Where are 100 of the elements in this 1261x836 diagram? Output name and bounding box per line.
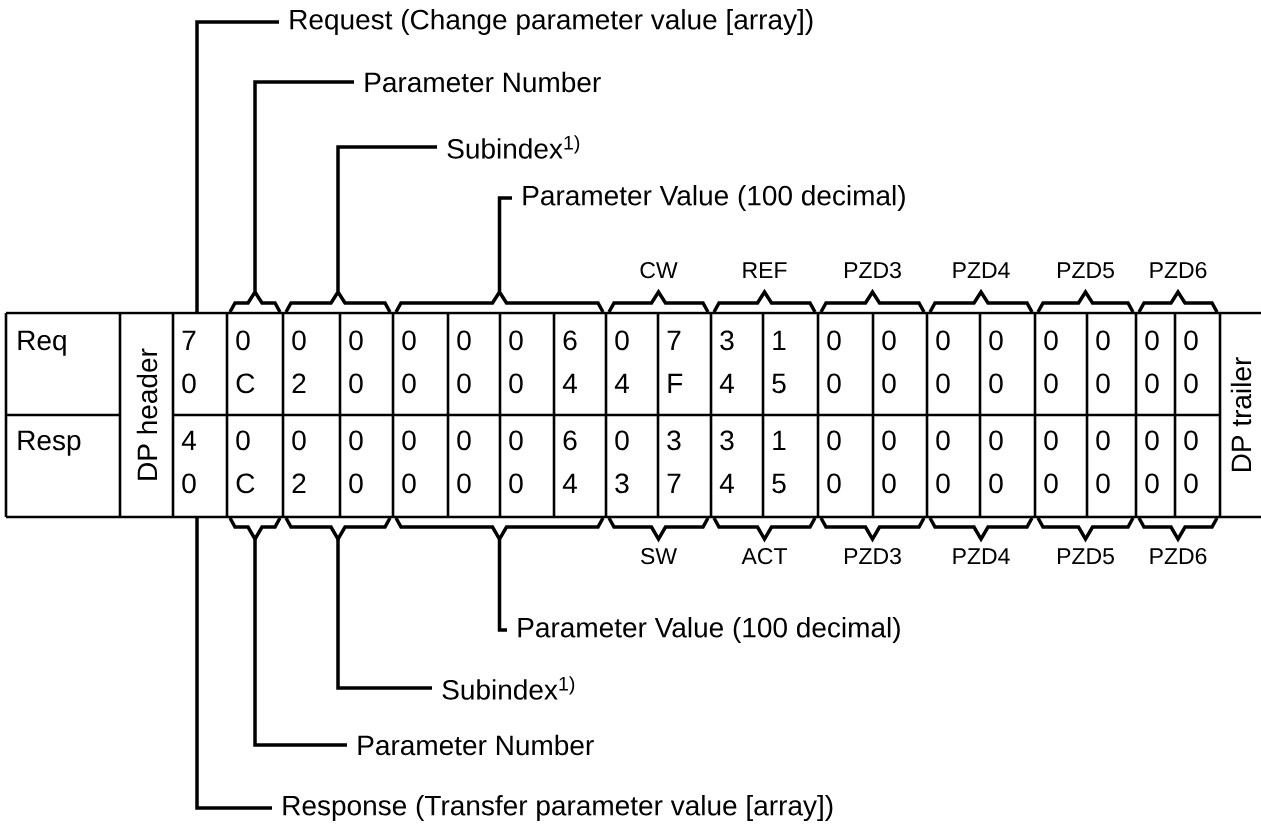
hex-digit: 0 (182, 373, 196, 394)
curly-bracket (394, 288, 605, 313)
group-label: ACT (741, 547, 787, 565)
group-label: PZD5 (1058, 262, 1114, 279)
annotation-text: Subindex$^{1)}$ (447, 135, 580, 159)
hex-digit: 0 (349, 330, 363, 351)
group-label: PZD3 (845, 261, 901, 279)
hex-digit: 4 (614, 373, 629, 393)
hex-digit: F (668, 373, 683, 393)
leader-line (336, 539, 432, 690)
group-label: PZD4 (953, 262, 1010, 278)
hex-digit: C (236, 473, 255, 494)
hex-digit: 0 (989, 430, 1003, 451)
leader-line (253, 80, 354, 292)
hex-digit: 3 (720, 430, 734, 451)
hex-digit: 0 (349, 373, 363, 394)
rotated-label: DP header (136, 348, 158, 480)
hex-digit: 0 (936, 473, 950, 494)
hex-digit: 0 (236, 430, 250, 451)
hex-digit: 6 (563, 430, 577, 451)
hex-digit: 0 (1096, 373, 1110, 394)
hex-digit: 0 (402, 330, 416, 351)
hex-digit: 0 (989, 373, 1003, 394)
hex-digit: 0 (1096, 330, 1110, 351)
hex-digit: 0 (989, 473, 1003, 494)
leader-line (336, 145, 437, 292)
leader-line (195, 20, 279, 313)
hex-digit: 5 (772, 373, 786, 394)
hex-digit: 0 (615, 330, 629, 351)
hex-digit: 0 (827, 330, 841, 351)
leader-line (195, 517, 272, 810)
group-label: PZD5 (1058, 548, 1114, 565)
hex-digit: 3 (720, 330, 734, 351)
group-label: CW (640, 261, 678, 279)
hex-digit: 0 (1145, 473, 1159, 494)
hex-digit: 7 (667, 473, 681, 493)
leader-line (497, 539, 507, 632)
annotation-text: Subindex$^{1)}$ (442, 676, 575, 700)
leader-line (253, 539, 347, 747)
hex-digit: 0 (1145, 330, 1159, 351)
hex-digit: 0 (882, 373, 896, 394)
annotation-text: Parameter Value (100 decimal) (518, 617, 900, 644)
hex-digit: 0 (509, 430, 523, 451)
hex-digit: 0 (936, 373, 950, 394)
hex-digit: 0 (349, 473, 363, 494)
hex-digit: 0 (457, 473, 471, 494)
hex-digit: 0 (349, 430, 363, 451)
group-label: PZD6 (1150, 261, 1207, 279)
hex-digit: 4 (719, 373, 734, 393)
hex-digit: 0 (509, 373, 523, 394)
hex-digit: 0 (989, 330, 1003, 351)
curly-bracket (228, 288, 282, 313)
hex-digit: 7 (182, 330, 196, 350)
hex-digit: 0 (457, 430, 471, 451)
hex-digit: 0 (1096, 473, 1110, 494)
hex-digit: 0 (1145, 430, 1159, 451)
hex-digit: 2 (292, 473, 306, 493)
hex-digit: 1 (773, 430, 786, 450)
hex-digit: 0 (402, 430, 416, 451)
hex-digit: 0 (457, 330, 471, 351)
hex-digit: 0 (1044, 473, 1058, 494)
hex-digit: 0 (182, 473, 196, 494)
leader-line (497, 196, 512, 292)
hex-digit: 0 (1184, 473, 1198, 494)
hex-digit: 0 (292, 430, 306, 451)
hex-digit: C (236, 373, 255, 394)
curly-bracket (284, 288, 392, 313)
hex-digit: 4 (719, 473, 734, 493)
hex-digit: 4 (562, 373, 577, 393)
group-label: PZD6 (1150, 547, 1207, 565)
row-heading: Req (18, 330, 66, 356)
rotated-label: DP trailer (1230, 357, 1252, 472)
group-label: REF (743, 262, 787, 278)
hex-digit: 0 (827, 473, 841, 494)
annotation-text: Request (Change parameter value [array]) (290, 8, 813, 36)
hex-digit: 0 (882, 473, 896, 494)
hex-digit: 1 (773, 330, 786, 350)
annotation-text: Response (Transfer parameter value [array]) (283, 794, 833, 822)
hex-digit: 4 (181, 430, 196, 450)
hex-digit: 3 (667, 430, 681, 451)
hex-digit: 0 (1044, 430, 1058, 451)
hex-digit: 0 (936, 430, 950, 451)
hex-digit: 0 (1044, 373, 1058, 394)
group-label: PZD4 (953, 548, 1010, 564)
hex-digit: 0 (292, 330, 306, 351)
hex-digit: 0 (882, 330, 896, 351)
hex-digit: 0 (1145, 373, 1159, 394)
row-heading: Resp (18, 430, 81, 456)
hex-digit: 7 (667, 330, 681, 350)
hex-digit: 0 (882, 430, 896, 451)
hex-digit: 0 (236, 330, 250, 351)
hex-digit: 0 (615, 430, 629, 451)
hex-digit: 0 (402, 373, 416, 394)
hex-digit: 0 (1096, 430, 1110, 451)
hex-digit: 5 (772, 473, 786, 494)
hex-digit: 0 (936, 330, 950, 351)
hex-digit: 0 (1184, 330, 1198, 351)
hex-digit: 0 (457, 373, 471, 394)
hex-digit: 0 (1184, 430, 1198, 451)
group-label: PZD3 (845, 547, 901, 565)
